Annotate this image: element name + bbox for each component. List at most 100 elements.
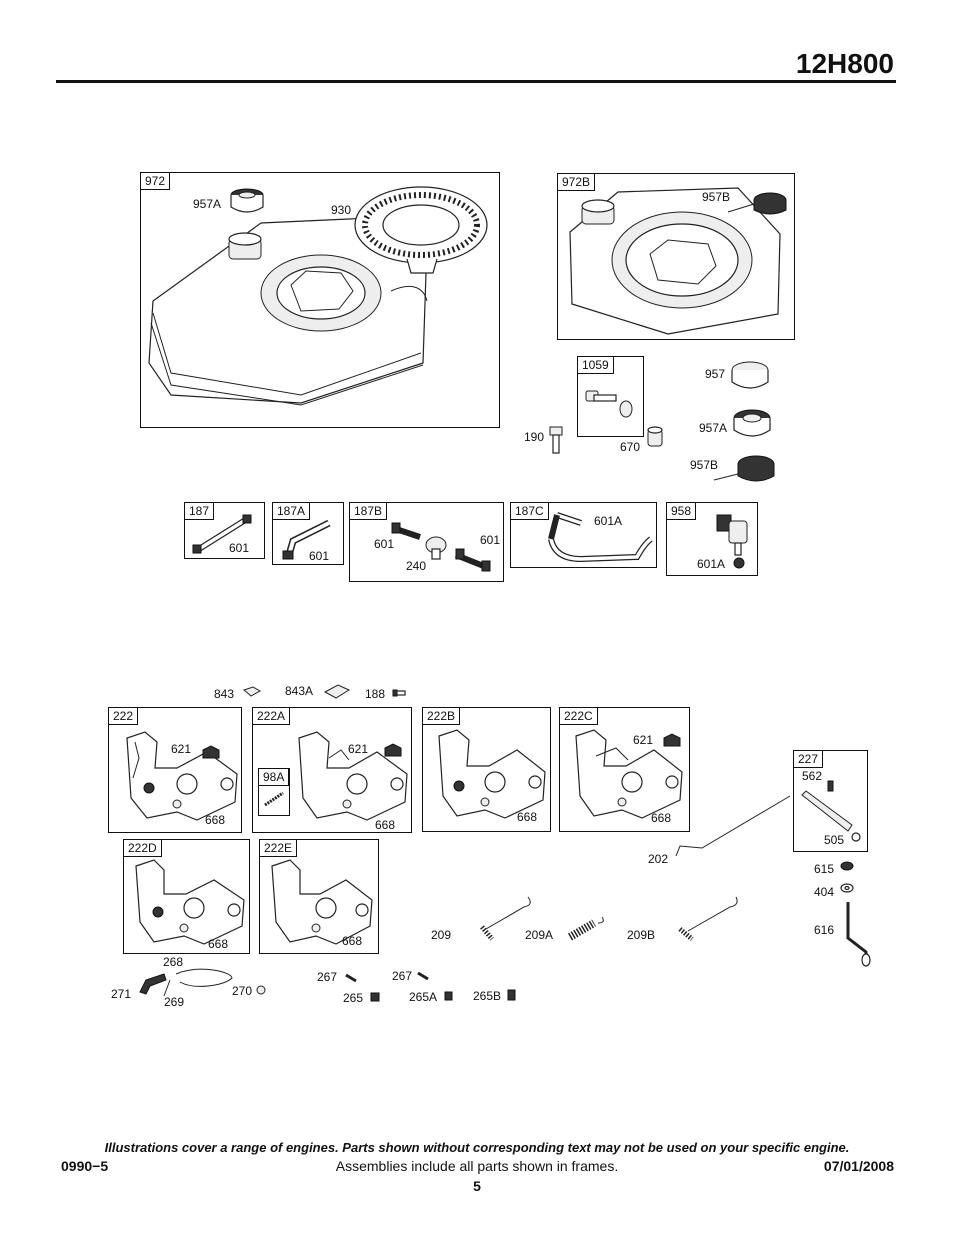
part-267-label: 267 <box>317 970 338 984</box>
part-601a-label: 601A <box>697 557 726 571</box>
part-505-label: 505 <box>824 833 845 847</box>
footer-date: 07/01/2008 <box>823 1158 894 1174</box>
clip-270-icon <box>256 985 266 995</box>
page-number: 5 <box>473 1178 481 1194</box>
part-601a-label: 601A <box>594 514 623 528</box>
frame-227: 227 562 505 <box>793 750 868 852</box>
control-bracket-illustration <box>135 859 245 945</box>
fuel-tank-illustration <box>148 217 428 406</box>
part-209a-label: 209A <box>525 928 554 942</box>
part-404-label: 404 <box>814 885 835 899</box>
clip-265b-icon <box>507 989 516 1001</box>
part-668-label: 668 <box>205 813 226 827</box>
part-668-label: 668 <box>517 810 538 824</box>
clip-265a-icon <box>444 991 453 1001</box>
part-601-label: 601 <box>480 533 501 547</box>
cable-268-icon <box>163 968 233 997</box>
part-957-label: 957 <box>705 367 726 381</box>
fuel-line-icon <box>192 514 252 554</box>
spring-209b-icon <box>678 896 738 941</box>
part-670-label: 670 <box>620 440 641 454</box>
frame-222e: 222E 668 <box>259 839 379 954</box>
fuel-filter-line-icon <box>391 522 491 572</box>
part-957a-label: 957A <box>699 421 728 435</box>
part-562-label: 562 <box>802 769 823 783</box>
blower-housing-930-illustration <box>354 186 488 274</box>
frame-label: 972 <box>141 173 171 190</box>
part-668-label: 668 <box>208 937 229 951</box>
part-621-label: 621 <box>348 742 369 756</box>
part-957b-label: 957B <box>702 190 731 204</box>
fuel-cap-957b-icon <box>713 455 775 482</box>
frame-label: 227 <box>794 751 824 768</box>
frame-label: 187A <box>273 503 311 520</box>
part-269-label: 269 <box>164 995 185 1009</box>
frame-222b: 222B 668 <box>422 707 551 832</box>
frame-label: 222D <box>124 840 162 857</box>
spacer-670-icon <box>647 426 663 447</box>
part-209-label: 209 <box>431 928 452 942</box>
fuel-line-bent-icon <box>548 512 653 563</box>
fuel-tank-972b-illustration <box>569 187 781 335</box>
fuel-cap-957a-icon <box>733 409 771 437</box>
screw-267-icon <box>345 973 357 983</box>
part-268-label: 268 <box>163 955 184 969</box>
footer-form-number: 0990−5 <box>61 1158 109 1174</box>
part-843-label: 843 <box>214 687 235 701</box>
control-bracket-illustration <box>298 731 408 821</box>
lever-616-icon <box>846 902 871 967</box>
part-668-label: 668 <box>651 811 672 825</box>
part-843-icon <box>243 686 262 697</box>
frame-label: 98A <box>259 769 290 786</box>
frame-label: 958 <box>667 503 697 520</box>
part-668-label: 668 <box>342 934 363 948</box>
footer-assemblies-note: Assemblies include all parts shown in fr… <box>335 1158 619 1174</box>
part-240-label: 240 <box>406 559 427 573</box>
frame-label: 222 <box>109 708 139 725</box>
frame-972: 972 957A 930 <box>140 172 500 428</box>
frame-label: 1059 <box>578 357 614 374</box>
bolt-190-icon <box>549 426 563 454</box>
nut-615-icon <box>840 861 854 871</box>
part-601-label: 601 <box>229 541 250 555</box>
part-930-label: 930 <box>331 203 352 217</box>
part-267-label: 267 <box>392 969 413 983</box>
shoulder-screw-icon <box>585 390 633 418</box>
frame-187: 187 601 <box>184 502 265 559</box>
part-270-label: 270 <box>232 984 253 998</box>
frame-958: 958 601A <box>666 502 758 576</box>
frame-label: 222C <box>560 708 598 725</box>
part-601-label: 601 <box>309 549 330 563</box>
governor-link-202-icon <box>675 795 791 857</box>
frame-222: 222 621 668 <box>108 707 242 833</box>
frame-972b: 972B 957B <box>557 173 795 340</box>
frame-222d: 222D 668 <box>123 839 250 954</box>
frame-label: 187B <box>350 503 388 520</box>
clip-265-icon <box>370 992 380 1002</box>
part-668-label: 668 <box>375 818 396 832</box>
frame-98a: 98A <box>258 768 290 816</box>
part-621-label: 621 <box>633 733 654 747</box>
part-957b-label: 957B <box>690 458 719 472</box>
governor-lever-icon <box>801 780 861 842</box>
clip-621-icon <box>202 745 220 759</box>
fuel-line-elbow-icon <box>282 519 331 560</box>
header-rule <box>56 80 896 83</box>
frame-label: 222B <box>423 708 461 725</box>
frame-label: 972B <box>558 174 596 191</box>
washer-404-icon <box>840 883 854 893</box>
part-843a-label: 843A <box>285 684 314 698</box>
clip-621-icon <box>663 733 681 747</box>
frame-label: 187 <box>185 503 215 520</box>
screw-188-icon <box>392 689 406 697</box>
part-202-label: 202 <box>648 852 669 866</box>
part-616-label: 616 <box>814 923 835 937</box>
frame-187a: 187A 601 <box>272 502 344 565</box>
frame-222a: 222A 621 668 98A <box>252 707 412 833</box>
frame-1059: 1059 <box>577 356 644 437</box>
fuel-cap-957-icon <box>731 361 769 389</box>
frame-222c: 222C 621 668 <box>559 707 690 832</box>
screw-98a-icon <box>264 791 284 807</box>
throttle-lever-271-icon <box>139 973 167 995</box>
clip-621-icon <box>384 743 402 757</box>
